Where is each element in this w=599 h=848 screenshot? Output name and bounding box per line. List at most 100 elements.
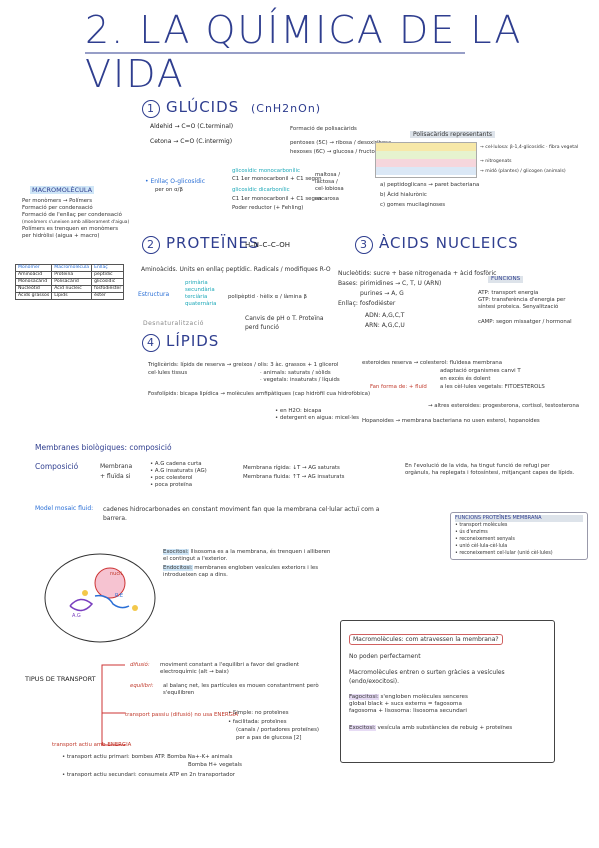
difusio-label: difusió: xyxy=(130,662,150,668)
glucids-mono: glicosídic monocarbonílic xyxy=(232,168,300,174)
acids-adn: ADN: A,G,C,T xyxy=(365,312,405,319)
glucids-aldehid: Aldehid → C=O (C.terminal) xyxy=(150,123,234,130)
acids-heading: 3 ÀCIDS NUCLEICS xyxy=(355,234,519,254)
table-row: Monosacàrid Polisacàrid glicosídic xyxy=(14,278,125,286)
poli-item-3: → midó (plantes) / glicogen (animals) xyxy=(480,169,566,174)
table-row: Aminoàcid Proteïna peptídic xyxy=(14,271,125,279)
table-cell: Aminoàcid xyxy=(14,271,53,279)
lipids-title: LÍPIDS xyxy=(166,332,220,350)
funcio-membrana-item: • reconeixement senyals xyxy=(455,537,515,542)
lipids-esteroids: esteroides reserva → colesterol: fluïdes… xyxy=(362,360,502,366)
funcio-membrana-item: • reconeixement cel·lular (unió cèl·lule… xyxy=(455,551,553,556)
lipids-esteroids4: a les cèl·lules vegetals: FITOESTEROLS xyxy=(440,384,545,390)
table-row: Àcids grassos Lípids èster xyxy=(14,292,125,300)
level-item: quaternària xyxy=(185,301,217,307)
glucids-poder: Poder reductor (+ Fehling) xyxy=(232,205,304,211)
title-underline xyxy=(85,52,465,54)
nucleus-shape xyxy=(94,567,126,599)
fagocitosi-glob: global black + sucs externs = fagosoma xyxy=(349,701,462,707)
proteines-levels: primària secundària terciària quaternàri… xyxy=(185,280,216,308)
acids-purines: purines → A, G xyxy=(360,290,404,297)
vesicle-shape xyxy=(132,605,138,611)
proteines-aminoacids: Aminoàcids. Units en enllaç peptídic. Ra… xyxy=(141,266,331,273)
transport-passiu: transport passiu (difusió) no usa ENERGI… xyxy=(125,712,238,719)
table-cell: Àcids grassos xyxy=(14,292,53,300)
fagocitosi-fago: fagosoma + lisosoma: lisosoma secundari xyxy=(349,708,467,714)
fagocitosi-label: Fagocitosi: xyxy=(349,694,379,700)
golgi-shape xyxy=(69,598,94,612)
acids-enllac: Enllaç: fosfodiéster xyxy=(338,300,396,307)
transport-actiu: transport actiu amb ENERGIA xyxy=(52,742,132,748)
funcio-item: GTP: transferència d'energia per síntesi… xyxy=(478,297,566,310)
glucids-di-desc: C1 1er monocarbonil + C1 segon xyxy=(232,196,322,202)
table-cell: Monosacàrid xyxy=(14,278,53,286)
macro-question-heading: Macromolècules: com atravessen la membra… xyxy=(349,634,503,645)
lipids-fan-forma: Fan forma de: + fluïd xyxy=(370,384,427,390)
glucids-pentoses: pentoses (5C) → ribosa / desoxiribosa xyxy=(290,140,392,146)
glucids-mono-desc: C1 1er monocarbonil + C1 segon xyxy=(232,176,322,182)
glucids-poli-note: Formació de polisacàrids xyxy=(290,126,357,132)
table-header-row: Monòmer Macromolècula Enllaç xyxy=(14,264,125,272)
proteines-number: 2 xyxy=(142,236,160,254)
cell-label-ag: A.G xyxy=(72,613,81,619)
funcio-membrana-item: • unió cèl·lula-cèl·lula xyxy=(455,544,508,549)
acids-funcions: ATP: transport energia GTP: transferènci… xyxy=(478,290,583,326)
polisacarids-heading: Polisacàrids representants xyxy=(410,131,495,138)
membrana-rigida: Membrana rígida: ↓T → AG saturats xyxy=(243,465,340,471)
acids-title: ÀCIDS NUCLEICS xyxy=(379,234,519,252)
table-header: Enllaç xyxy=(91,264,125,272)
glucids-enllac2: per on α/β xyxy=(155,187,183,193)
funcio-item: cAMP: segon missatger / hormonal xyxy=(478,319,572,325)
transport-simple: • Simple: no proteïnes xyxy=(228,710,289,716)
exocitosi-label: Exocitosi: xyxy=(163,549,189,555)
mosaic-text: cadenes hidrocarbonades en constant movi… xyxy=(103,506,380,522)
lipids-fosfolipids: Fosfolípids: bicapa lipídica → molècules… xyxy=(148,391,371,397)
macro-item: Polímers es trenquen en monòmers xyxy=(22,226,119,232)
membrana-fluida: Membrana fluida: ↑T → AG insaturats xyxy=(243,474,345,480)
equilibri-text: al balanç net, les partícules es mouen c… xyxy=(163,683,319,696)
polisacarids-table xyxy=(375,142,477,178)
acids-number: 3 xyxy=(355,236,373,254)
fluida-label: + fluïda si xyxy=(100,473,131,480)
glucids-di: glicosídic dicarbonílic xyxy=(232,187,290,193)
table-cell: Àcid nucleic xyxy=(51,285,93,293)
macro-item: (monòmers s'uneixen amb alliberament d'a… xyxy=(22,220,130,225)
lipids-heading: 4 LÍPIDS xyxy=(142,332,219,352)
poli-extra-3: c) gomes mucilaginoses xyxy=(380,202,446,208)
cell-label-re: R.E xyxy=(115,593,124,599)
glucids-mono-note: maltosa / lactosa / cel·lobiosa xyxy=(315,172,344,192)
page-title: 2. LA QUÍMICA DE LA VIDA xyxy=(85,8,523,96)
vesicle-shape xyxy=(82,590,88,596)
transport-facilitada3: per a pas de glucosa [2] xyxy=(236,735,302,741)
membranes-heading: Membranes biològiques: composició xyxy=(35,443,172,452)
macro-table: Monòmer Macromolècula Enllaç Aminoàcid P… xyxy=(14,264,125,300)
acids-funcions-heading: FUNCIONS xyxy=(488,276,524,283)
macro-item: per hidròlisi (aigua + macro) xyxy=(22,233,100,239)
acids-bases-label: Bases: xyxy=(338,280,358,287)
lipids-esteroids2: adaptació organismes canvi T xyxy=(440,368,521,374)
table-header: Macromolècula xyxy=(51,264,93,272)
proteines-desnat: Desnaturalització xyxy=(143,320,204,327)
funcio-membrana-item: • ús d'enzims xyxy=(455,530,488,535)
table-cell: Polisacàrid xyxy=(51,278,93,286)
membranes-evolucio: En l'evolució de la vida, ha tingut func… xyxy=(405,463,575,476)
mosaic-label: Model mosaic fluid: xyxy=(35,505,94,512)
er-shape xyxy=(94,594,130,609)
transport-primari2: Bomba H+ vegetals xyxy=(188,762,242,768)
funcio-item: ATP: transport energia xyxy=(478,290,539,296)
glucids-di-note: sacarosa xyxy=(315,196,339,202)
proteines-levels-note: polipèptid · hèlix α / làmina β xyxy=(228,294,307,300)
lipids-hopanoides: Hopanoides → membrana bacteriana no usen… xyxy=(362,418,540,424)
macro-item: Formació per condensació xyxy=(22,205,93,211)
lipids-altres: → altres esteroides: progesterona, corti… xyxy=(428,403,580,409)
proteines-estructura: Estructura xyxy=(138,291,170,298)
transport-facilitada2: (canals / portadores proteïnes) xyxy=(236,727,320,733)
lipids-number: 4 xyxy=(142,334,160,352)
cell-illustration xyxy=(44,553,156,643)
level-item: primària xyxy=(185,280,208,286)
level-item: secundària xyxy=(185,287,215,293)
table-header: Monòmer xyxy=(14,264,53,272)
macro-item: Formació de l'enllaç per condensació xyxy=(22,212,122,218)
glucids-title: GLÚCIDS xyxy=(166,98,240,116)
